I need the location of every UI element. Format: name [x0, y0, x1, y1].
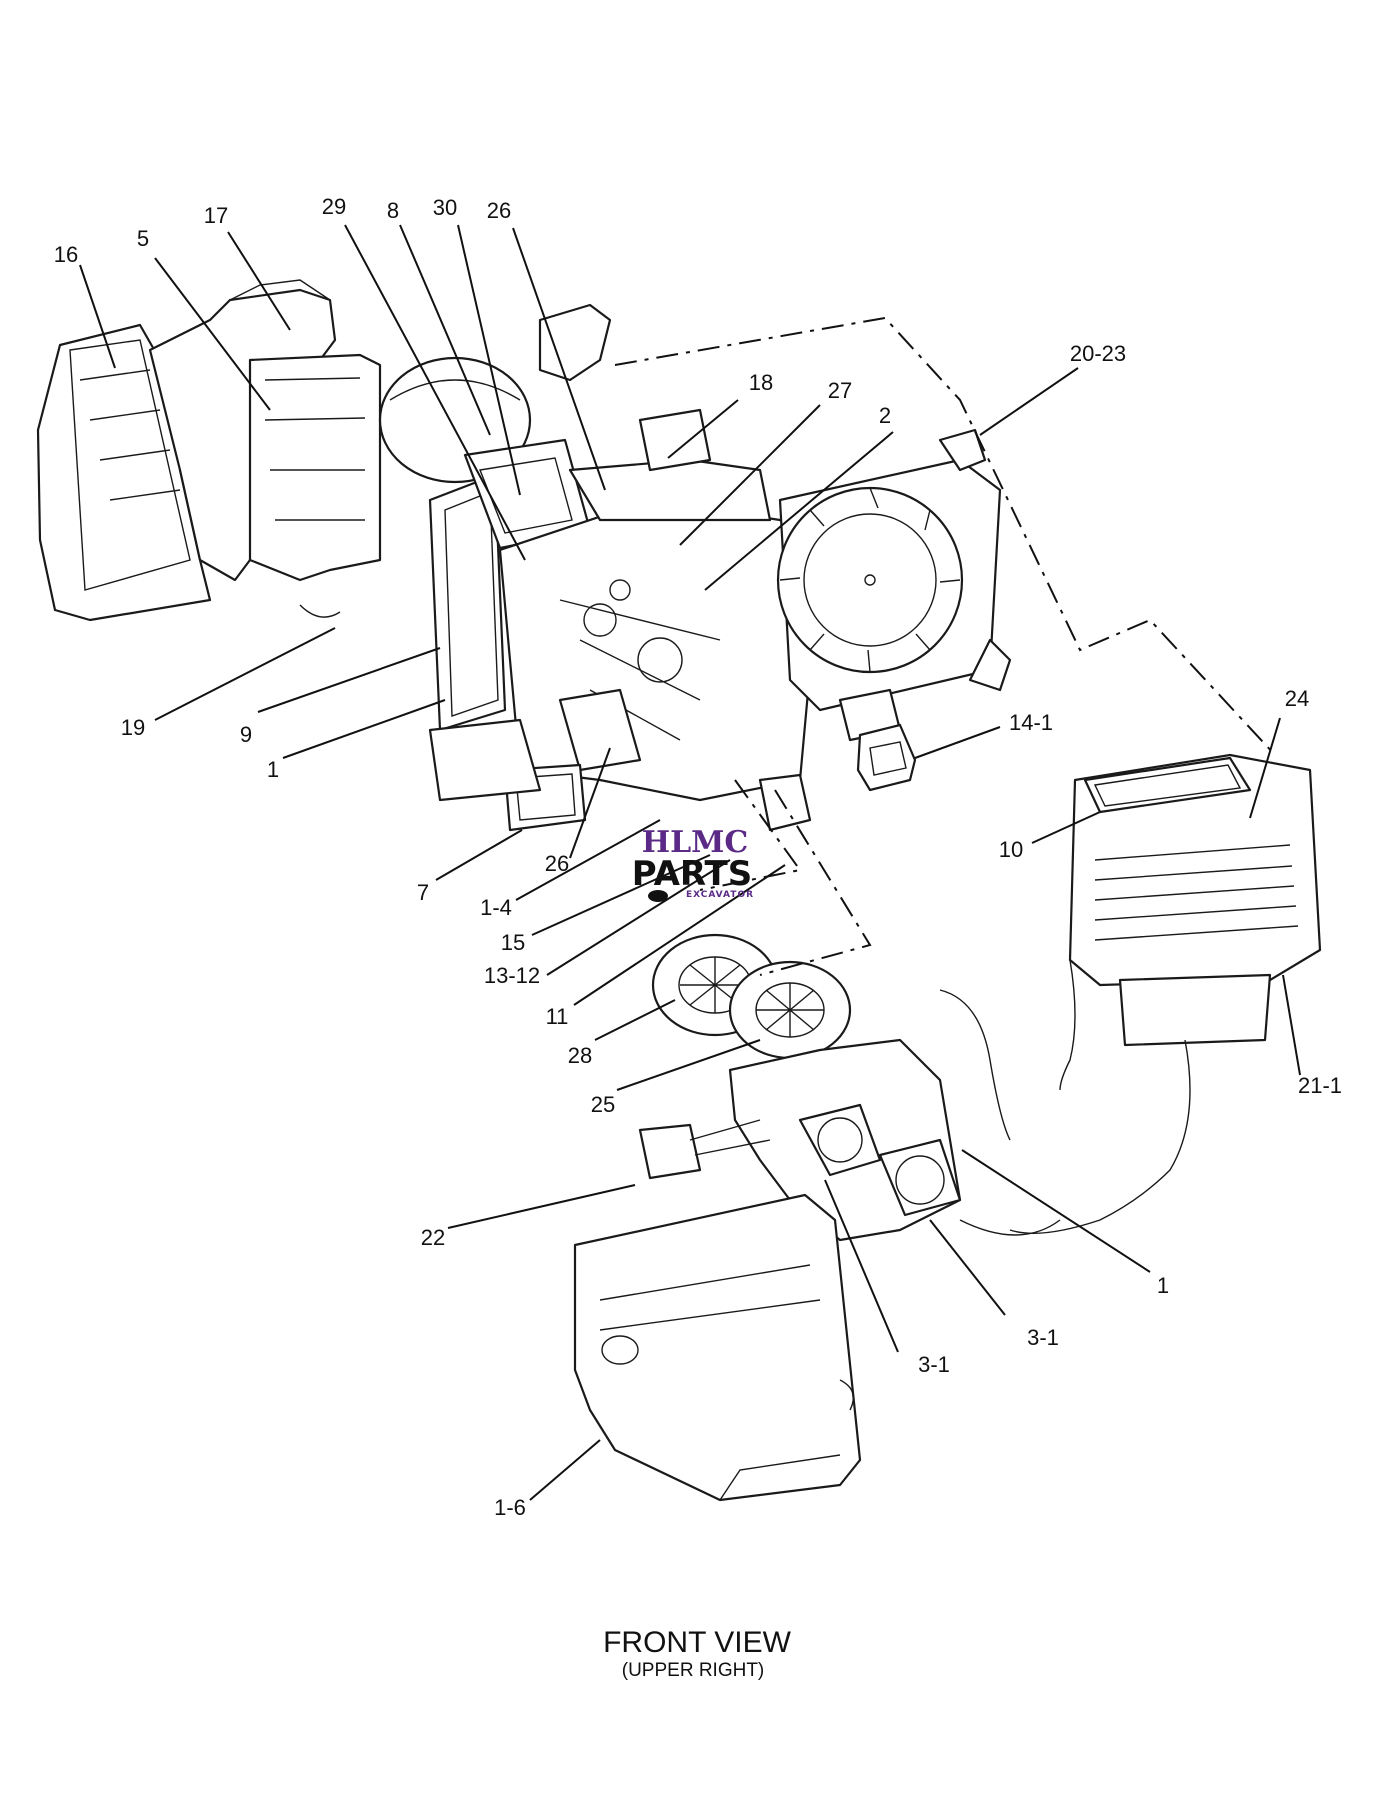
diagram-subtitle: (UPPER RIGHT) [622, 1660, 765, 1681]
actuator-bracket-assembly [638, 959, 1191, 1242]
callout-1-6: 1-6 [494, 1495, 526, 1520]
callout-26-bottom: 26 [545, 851, 569, 876]
callout-7: 7 [417, 880, 429, 905]
cover-1-6 [573, 1193, 862, 1502]
watermark-logo: HLMC PARTS EXCAVATOR [632, 825, 754, 902]
central-module-assembly [378, 303, 822, 832]
callout-17: 17 [204, 203, 228, 228]
callout-labels: 16 5 17 29 8 30 26 18 27 2 20-23 19 9 1 … [54, 194, 1342, 1520]
diagram-title: FRONT VIEW [603, 1626, 791, 1659]
callout-15: 15 [501, 930, 525, 955]
callout-1-4: 1-4 [480, 895, 512, 920]
callout-3-1-right: 3-1 [1027, 1325, 1059, 1350]
callout-16: 16 [54, 242, 78, 267]
evaporator-assembly [1068, 753, 1322, 1047]
callout-24: 24 [1285, 686, 1309, 711]
callout-2: 2 [879, 403, 891, 428]
callout-30: 30 [433, 195, 457, 220]
callout-13-12: 13-12 [484, 963, 540, 988]
watermark-line3: EXCAVATOR [686, 890, 754, 900]
callout-8: 8 [387, 198, 399, 223]
filter-assembly [651, 933, 852, 1060]
callout-14-1: 14-1 [1009, 710, 1053, 735]
left-housing-assembly [36, 279, 382, 622]
callout-29: 29 [322, 194, 346, 219]
assembly-reference-lines [614, 316, 1276, 976]
callout-3-1-left: 3-1 [918, 1352, 950, 1377]
callout-leader-lines [79, 224, 1301, 1501]
callout-26-top: 26 [487, 198, 511, 223]
callout-21-1: 21-1 [1298, 1073, 1342, 1098]
callout-28: 28 [568, 1043, 592, 1068]
watermark-line2: PARTS [632, 854, 752, 894]
blower-assembly [776, 428, 1012, 742]
callout-25: 25 [591, 1092, 615, 1117]
callout-11: 11 [546, 1004, 569, 1029]
callout-1-right: 1 [1157, 1273, 1169, 1298]
callout-9: 9 [240, 722, 252, 747]
watermark-swoosh-icon [648, 890, 668, 902]
callout-22: 22 [421, 1225, 445, 1250]
callout-19: 19 [121, 715, 145, 740]
callout-5: 5 [137, 226, 149, 251]
callout-27: 27 [828, 378, 852, 403]
callout-10: 10 [999, 837, 1023, 862]
watermark-line1: HLMC [642, 825, 749, 860]
part-14-1-connector [856, 723, 917, 792]
callout-1-left: 1 [267, 757, 279, 782]
callout-18: 18 [749, 370, 773, 395]
callout-20-23: 20-23 [1070, 341, 1126, 366]
